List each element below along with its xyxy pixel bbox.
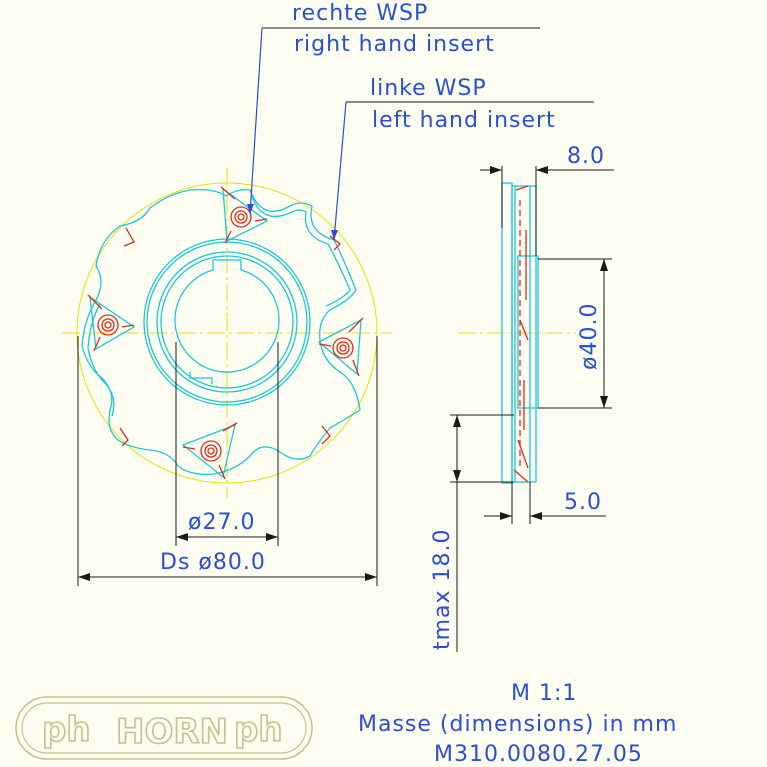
bore-with-keyway (174, 259, 280, 373)
logo-mark-left: ph (42, 710, 91, 750)
side-view (458, 182, 576, 484)
part-number: M310.0080.27.05 (434, 742, 643, 767)
cutter-body-outline (81, 188, 361, 475)
right-insert-callout: rechte WSP right hand insert (247, 1, 540, 215)
front-dimensions: ø27.0 Ds ø80.0 (77, 336, 378, 586)
scale-label: M 1:1 (511, 681, 577, 706)
left-insert-callout: linke WSP left hand insert (331, 76, 594, 241)
insert-top (220, 186, 269, 244)
footer: M 1:1 Masse (dimensions) in mm M310.0080… (358, 681, 677, 767)
logo-mark-right: ph (234, 710, 283, 750)
right-insert-label-de: rechte WSP (292, 1, 428, 26)
logo-text: HORN (116, 712, 228, 752)
insert-width-label: 5.0 (564, 490, 602, 515)
hub-diameter-label: ø40.0 (577, 303, 602, 370)
width-label: 8.0 (567, 144, 605, 169)
right-insert-label-en: right hand insert (294, 32, 495, 57)
insert-bottom (181, 422, 238, 480)
side-dimensions: 8.0 ø40.0 5.0 tmax 18.0 (430, 144, 614, 652)
depth-label: tmax 18.0 (430, 528, 455, 650)
bore-diameter-label: ø27.0 (188, 510, 255, 535)
units-label: Masse (dimensions) in mm (358, 712, 677, 737)
insert-left (87, 294, 136, 352)
horn-logo: ph HORN ph (15, 696, 313, 760)
front-view (62, 168, 392, 498)
left-insert-label-en: left hand insert (372, 108, 556, 133)
cutting-diameter-label: Ds ø80.0 (160, 550, 266, 575)
insert-right (317, 317, 364, 377)
left-insert-label-de: linke WSP (370, 76, 487, 101)
